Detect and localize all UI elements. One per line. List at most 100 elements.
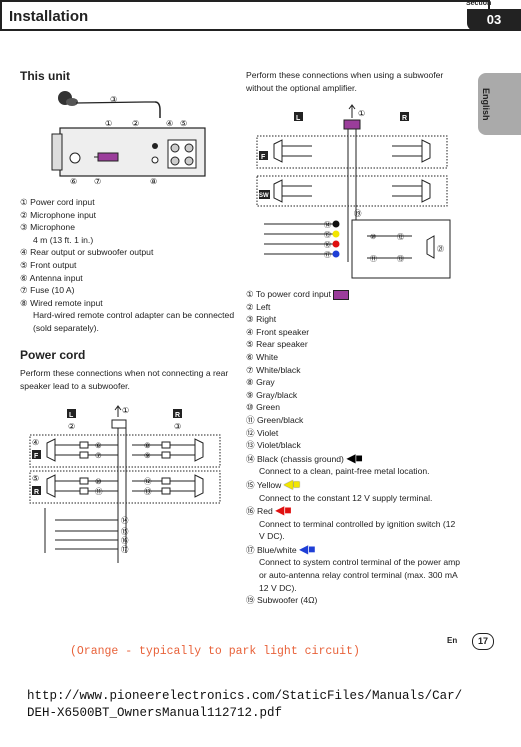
svg-text:①: ① <box>122 406 129 415</box>
callout-3: ③ <box>110 95 117 104</box>
subwoofer-desc: Perform these connections when using a s… <box>246 70 444 93</box>
svg-text:F: F <box>261 154 266 161</box>
language-footer: En <box>447 636 458 645</box>
svg-text:SW: SW <box>259 193 269 199</box>
svg-text:R: R <box>402 115 407 122</box>
blue-arrow-icon: ◀■ <box>299 541 316 556</box>
subwoofer-wiring-diagram: L R ① F SW ⑭ ⑮ ⑯ ⑰ ⑲ ⑩ ⑪ ⑫ ⑬ ㉑ <box>256 104 451 279</box>
svg-text:④: ④ <box>32 438 39 447</box>
page-title: Installation <box>9 8 89 25</box>
power-cord-wiring-diagram: L R ② ③ ① ④ F ⑥ ⑦ ⑧ ⑨ ⑤ R ⑩ ⑪ ⑫ ⑬ ⑭ ⑮ ⑯ … <box>29 405 221 563</box>
svg-text:⑭: ⑭ <box>324 221 331 229</box>
orange-note: (Orange - typically to park light circui… <box>70 645 360 658</box>
svg-text:①: ① <box>105 119 112 128</box>
svg-text:L: L <box>296 115 301 122</box>
list-item: ⑲ Subwoofer (4Ω) <box>246 595 318 606</box>
svg-text:㉑: ㉑ <box>437 245 444 253</box>
svg-text:②: ② <box>132 119 139 128</box>
microphone-icon <box>58 91 161 118</box>
svg-text:⑦: ⑦ <box>95 451 102 460</box>
language-label: English <box>481 88 491 121</box>
svg-text:⑪: ⑪ <box>370 255 377 263</box>
list-item: Hard-wired remote control adapter can be… <box>33 310 235 333</box>
mic-input <box>152 143 158 149</box>
list-item: 4 m (13 ft. 1 in.) <box>33 234 94 245</box>
svg-text:⑰: ⑰ <box>324 251 331 259</box>
power-cord-desc: Perform these connections when not conne… <box>20 368 229 391</box>
list-item: ② Left <box>246 301 271 312</box>
url-line-2: DEH-X6500BT_OwnersManual112712.pdf <box>27 706 283 720</box>
power-cord-heading: Power cord <box>20 348 86 362</box>
list-item: Connect to system control terminal of th… <box>259 557 461 593</box>
list-item: ③ Microphone <box>20 222 75 233</box>
list-item: ④ Rear output or subwoofer output <box>20 247 154 258</box>
unit-items-list: ① Power cord input ② Microphone input ③ … <box>20 196 235 335</box>
svg-text:⑤: ⑤ <box>32 474 39 483</box>
svg-text:⑥: ⑥ <box>95 441 102 450</box>
list-item: ⑤ Front output <box>20 259 77 270</box>
svg-text:⑫: ⑫ <box>397 233 404 241</box>
svg-text:⑥: ⑥ <box>70 177 77 186</box>
svg-text:R: R <box>175 412 180 419</box>
list-item: ⑦ Fuse (10 A) <box>20 285 75 296</box>
svg-text:F: F <box>34 453 39 460</box>
list-item: ② Microphone input <box>20 209 97 220</box>
list-item: ⑬ Violet/black <box>246 440 301 451</box>
list-item: ⑰ Blue/white ◀■ <box>246 541 316 556</box>
svg-text:⑪: ⑪ <box>95 487 103 496</box>
list-item: ⑫ Violet <box>246 427 279 438</box>
svg-text:⑧: ⑧ <box>150 177 157 186</box>
list-item: Connect to terminal controlled by igniti… <box>259 518 456 542</box>
section-label: Section <box>466 0 492 7</box>
power-connector <box>97 152 119 162</box>
svg-text:R: R <box>34 489 39 496</box>
list-item: ① To power cord input <box>246 288 461 301</box>
svg-text:⑤: ⑤ <box>180 119 187 128</box>
source-url[interactable]: http://www.pioneerelectronics.com/Static… <box>27 688 462 722</box>
list-item: ⑦ White/black <box>246 364 301 375</box>
section-number: 03 <box>467 9 521 31</box>
list-item: ① Power cord input <box>20 197 95 207</box>
svg-text:⑮: ⑮ <box>324 231 331 239</box>
black-arrow-icon: ◀■ <box>346 450 363 465</box>
svg-text:⑧: ⑧ <box>144 441 151 450</box>
list-item: ⑨ Gray/black <box>246 389 298 400</box>
svg-text:⑨: ⑨ <box>144 451 151 460</box>
svg-text:②: ② <box>68 422 75 431</box>
head-unit-diagram: ③ ① ② ④ ⑤ ⑥ ⑦ ⑧ <box>51 91 206 186</box>
list-item: ⑭ Black (chassis ground) ◀■ <box>246 450 363 465</box>
list-item: ⑩ Green <box>246 402 280 413</box>
list-item: ④ Front speaker <box>246 326 310 337</box>
svg-text:③: ③ <box>174 422 181 431</box>
remote-input <box>151 156 159 164</box>
violet-swatch <box>333 289 350 300</box>
svg-text:⑬: ⑬ <box>397 255 404 263</box>
svg-text:⑮: ⑮ <box>121 527 129 536</box>
list-item: Connect to a clean, paint-free metal loc… <box>259 466 430 477</box>
url-line-1: http://www.pioneerelectronics.com/Static… <box>27 689 463 703</box>
list-item: ⑤ Rear speaker <box>246 339 308 350</box>
red-arrow-icon: ◀■ <box>275 503 292 518</box>
list-item: ⑧ Gray <box>246 377 275 388</box>
power-connector-violet <box>343 119 361 130</box>
language-tab <box>478 73 521 135</box>
this-unit-heading: This unit <box>20 69 70 83</box>
svg-text:⑩: ⑩ <box>370 233 376 241</box>
list-item: ③ Right <box>246 314 277 325</box>
svg-text:①: ① <box>358 109 365 118</box>
list-item: ⑧ Wired remote input <box>20 297 103 308</box>
svg-text:⑫: ⑫ <box>144 477 152 486</box>
svg-text:⑯: ⑯ <box>121 536 129 545</box>
list-item: ⑯ Red ◀■ <box>246 503 292 518</box>
svg-text:⑲: ⑲ <box>354 209 362 218</box>
wire-legend-list: ① To power cord input ② Left ③ Right ④ F… <box>246 288 461 607</box>
page-number: 17 <box>472 633 494 650</box>
svg-text:⑩: ⑩ <box>95 477 102 486</box>
svg-text:⑭: ⑭ <box>121 516 129 525</box>
svg-text:④: ④ <box>166 119 173 128</box>
svg-text:L: L <box>69 412 74 419</box>
list-item: ⑪ Green/black <box>246 414 304 425</box>
svg-text:⑯: ⑯ <box>324 241 331 249</box>
svg-text:⑰: ⑰ <box>121 545 129 554</box>
antenna-jack <box>69 152 81 164</box>
